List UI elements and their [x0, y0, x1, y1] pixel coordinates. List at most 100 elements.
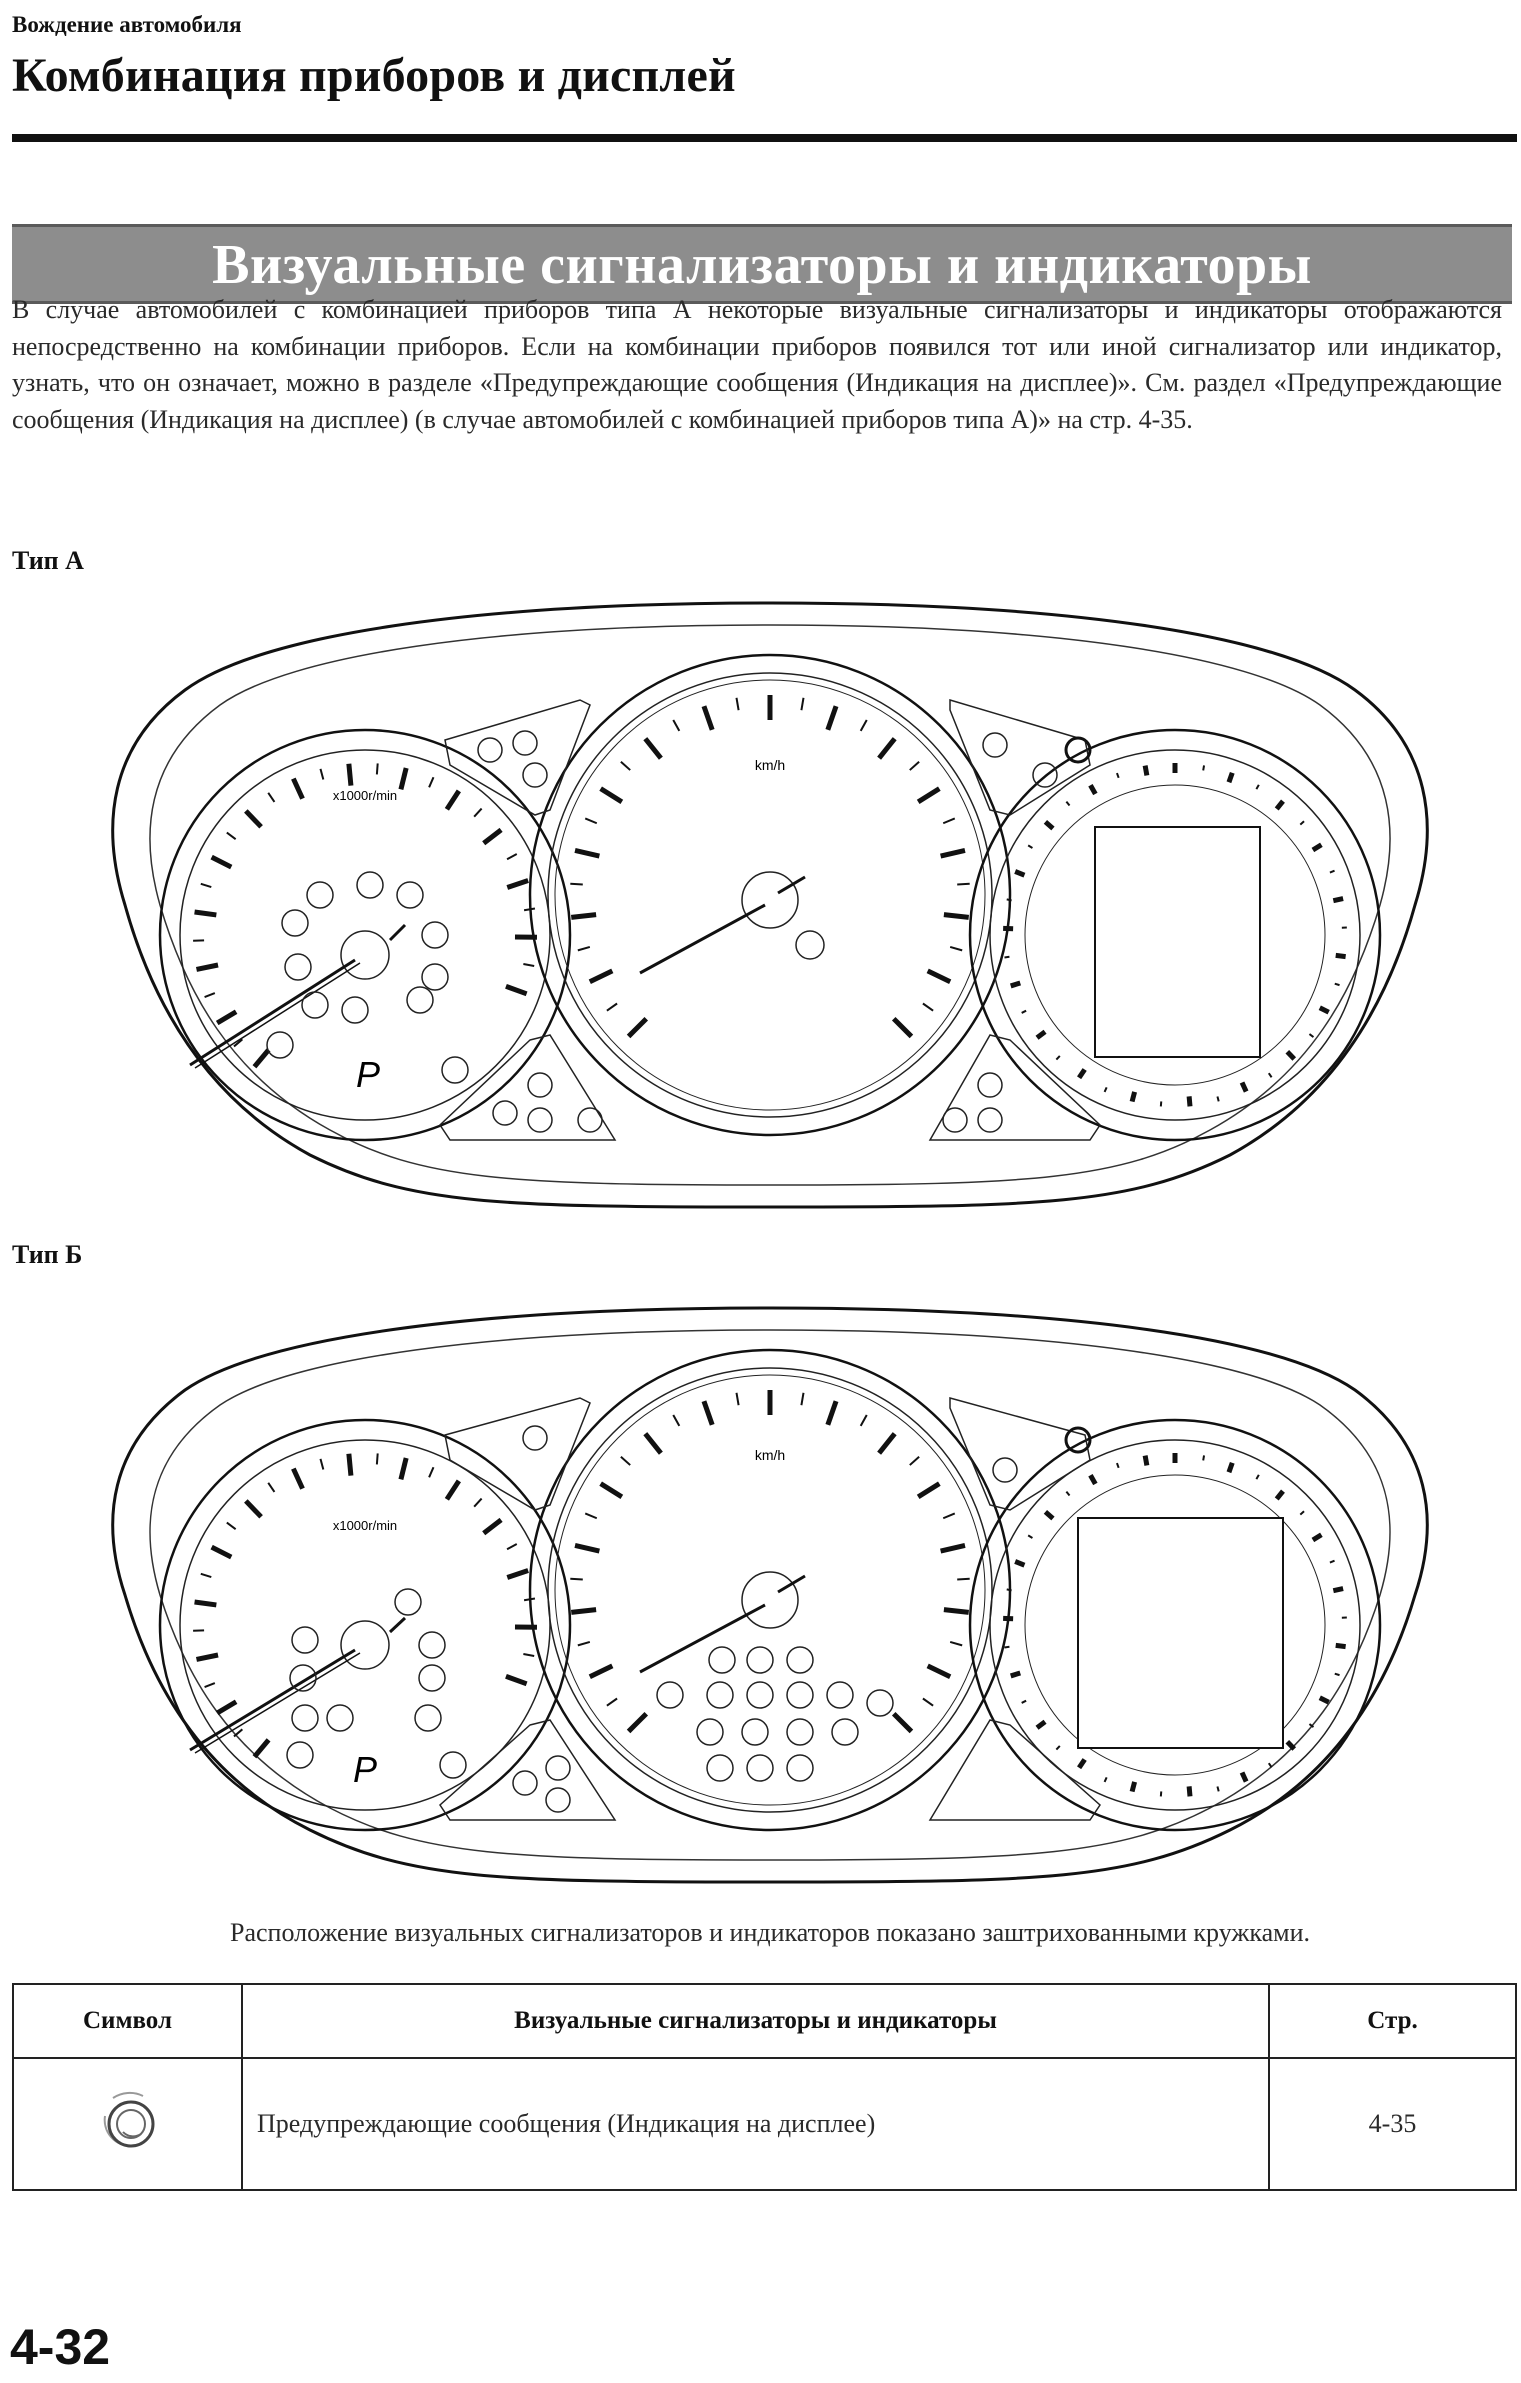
- gauge-tick: [1334, 1672, 1340, 1677]
- gear-position-indicator: P: [353, 1749, 377, 1790]
- gauge-tick: [252, 1048, 271, 1069]
- multi-information-display-screen: [1094, 826, 1261, 1058]
- gauge-tick: [244, 809, 263, 829]
- gauge-tick: [473, 807, 483, 818]
- table-header-description: Визуальные сигнализаторы и индикаторы: [241, 1983, 1270, 2059]
- gauge-tick: [1226, 771, 1235, 784]
- gauge-tick: [1103, 1776, 1108, 1783]
- gauge-tick: [506, 1568, 529, 1580]
- lower-left-warning-cluster: [439, 1719, 617, 1821]
- type-b-label: Тип Б: [12, 1240, 83, 1269]
- gauge-tick: [1255, 784, 1260, 790]
- gauge-tick: [672, 1414, 681, 1427]
- gauge-tick: [574, 1543, 600, 1554]
- gauge-tick: [1285, 1740, 1297, 1751]
- gauge-tick: [200, 882, 212, 889]
- speedometer-dial: km/h: [528, 653, 1012, 1137]
- gauge-tick: [1216, 1786, 1220, 1792]
- table-cell-description: Предупреждающие сообщения (Индикация на …: [241, 2057, 1270, 2191]
- gauge-tick: [859, 1414, 868, 1427]
- cluster-inner-housing: [149, 1329, 1391, 1861]
- section-label: Вождение автомобиля: [12, 12, 242, 37]
- gauge-tick: [922, 1697, 934, 1707]
- gauge-tick: [1239, 1081, 1249, 1093]
- gauge-tick: [577, 945, 591, 952]
- table-header-symbol: Символ: [12, 1983, 243, 2059]
- gauge-tick: [1311, 842, 1323, 853]
- gauge-tick: [291, 1467, 305, 1490]
- gauge-tick: [570, 1607, 597, 1615]
- gauge-tick: [482, 1517, 503, 1536]
- tachometer-dial: x1000r/min P: [158, 1418, 572, 1832]
- gauge-tick: [1335, 1642, 1346, 1650]
- gauge-tick: [825, 705, 839, 731]
- warning-message-display-icon: [103, 2091, 154, 2147]
- gauge-tick: [922, 1002, 934, 1012]
- cluster-outer-housing: [111, 601, 1429, 1209]
- gauge-tick: [909, 1455, 920, 1466]
- section-banner: Визуальные сигнализаторы и индикаторы: [12, 224, 1512, 304]
- gauge-tick-marks: [1003, 1453, 1347, 1797]
- gauge-tick: [599, 1481, 624, 1500]
- gauge-tick: [1311, 1532, 1323, 1543]
- gauge-tick: [1299, 1510, 1305, 1516]
- type-a-label: Тип А: [12, 546, 84, 575]
- gauge-tick: [1299, 820, 1305, 826]
- speedometer-indicator-lamps: [656, 1646, 894, 1782]
- gauge-tick: [940, 1543, 966, 1554]
- lower-right-warning-cluster: [928, 1719, 1101, 1821]
- gauge-tick: [916, 786, 941, 805]
- table-cell-symbol: [12, 2057, 243, 2191]
- gauge-tick: [570, 1577, 583, 1581]
- gauge-tick: [233, 1038, 244, 1048]
- gauge-tick: [226, 831, 237, 840]
- gauge-tick: [570, 912, 597, 920]
- gauge-tick: [1088, 783, 1098, 796]
- gauge-tick: [244, 1499, 263, 1519]
- gauge-tick-marks: [193, 763, 538, 1069]
- table-row: Предупреждающие сообщения (Индикация на …: [12, 2057, 1517, 2191]
- gauge-tick: [1239, 1771, 1249, 1783]
- speedometer-indicator-lamp: [795, 930, 825, 960]
- tachometer-indicator-lamps: [286, 1588, 467, 1779]
- gauge-tick: [1267, 1762, 1273, 1768]
- upper-left-warning-cluster: [444, 1397, 591, 1511]
- gauge-tick: [626, 1016, 649, 1039]
- gauge-tick: [444, 789, 461, 811]
- instrument-cluster-type-a: x1000r/min P km/h: [111, 601, 1429, 1209]
- intro-paragraph: В случае автомобилей с комбинацией прибо…: [12, 295, 1502, 434]
- gauge-tick: [926, 968, 952, 985]
- gauge-tick: [940, 848, 966, 859]
- gauge-tick: [428, 1466, 435, 1478]
- gauge-tick: [505, 983, 528, 997]
- gauge-tick: [643, 737, 663, 760]
- gauge-tick: [523, 1653, 535, 1657]
- gauge-tick: [942, 817, 956, 825]
- gauge-tick: [506, 1543, 518, 1551]
- gauge-tick: [859, 719, 868, 732]
- gauge-tick: [735, 697, 740, 711]
- gauge-tick: [1318, 1695, 1330, 1705]
- gauge-tick: [943, 1607, 970, 1615]
- gauge-tick: [398, 767, 409, 790]
- gauge-tick: [195, 962, 219, 972]
- gauge-tick: [949, 1640, 963, 1647]
- speedometer-unit-label: km/h: [755, 1447, 785, 1463]
- gauge-tick: [267, 792, 276, 803]
- multi-information-display-dial: [968, 1418, 1382, 1832]
- gauge-tick-marks: [193, 1453, 538, 1759]
- gauge-tick: [319, 768, 325, 780]
- gauge-tick: [1308, 1723, 1315, 1728]
- gauge-tick: [957, 882, 970, 886]
- gauge-tick: [473, 1497, 483, 1508]
- gauge-tick: [1021, 1009, 1027, 1014]
- gauge-tick: [606, 1002, 618, 1012]
- gauge-tick: [1043, 1510, 1055, 1521]
- title-rule: [12, 134, 1517, 142]
- gauge-tick: [701, 1400, 715, 1426]
- gauge-tick: [204, 1682, 216, 1689]
- cluster-outer-housing: [111, 1306, 1429, 1884]
- gauge-tick: [1274, 799, 1285, 811]
- gauge-tick: [584, 1512, 598, 1520]
- gear-position-indicator: P: [356, 1054, 380, 1095]
